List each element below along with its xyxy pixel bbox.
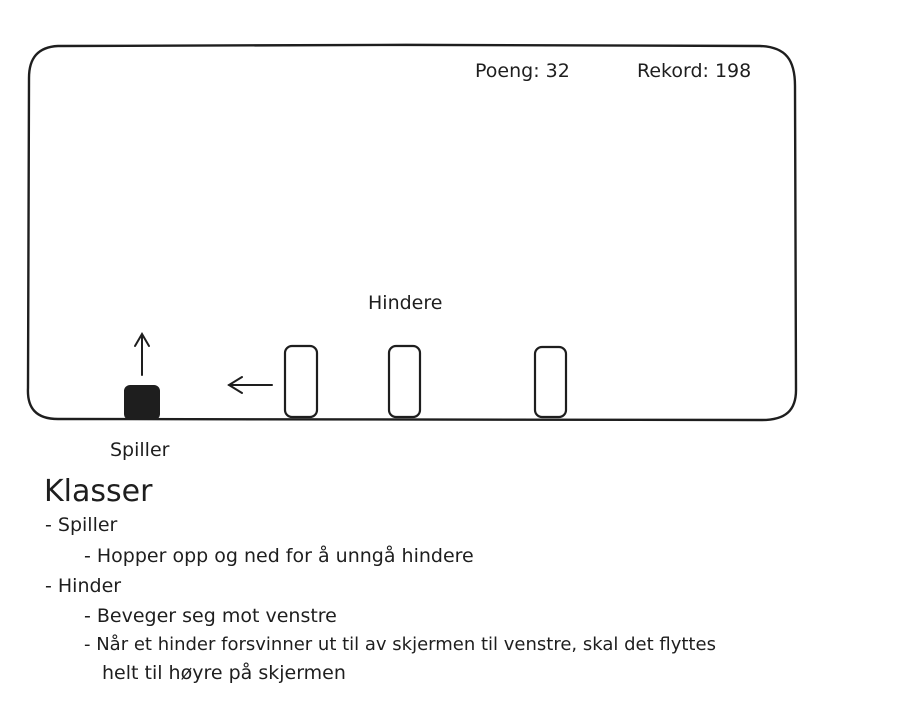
arrow-up-icon xyxy=(134,332,150,376)
list-item: - Spiller xyxy=(45,514,118,536)
player-label: Spiller xyxy=(110,439,170,461)
notes-title: Klasser xyxy=(44,474,153,509)
game-screen-frame xyxy=(26,43,798,422)
list-item: - Hinder xyxy=(45,575,122,597)
record-text: Rekord: 198 xyxy=(637,60,752,82)
obstacle-2 xyxy=(387,344,422,419)
list-item: - Når et hinder forsvinner ut til av skj… xyxy=(84,634,716,655)
list-item: helt til høyre på skjermen xyxy=(102,662,346,684)
score-text: Poeng: 32 xyxy=(475,60,570,82)
arrow-left-icon xyxy=(227,376,273,394)
list-item: - Hopper opp og ned for å unngå hindere xyxy=(84,545,474,567)
list-item: - Beveger seg mot venstre xyxy=(84,605,337,627)
player-block xyxy=(124,385,160,420)
obstacle-1 xyxy=(283,344,319,419)
obstacles-label: Hindere xyxy=(368,292,443,314)
obstacle-3 xyxy=(533,345,568,419)
